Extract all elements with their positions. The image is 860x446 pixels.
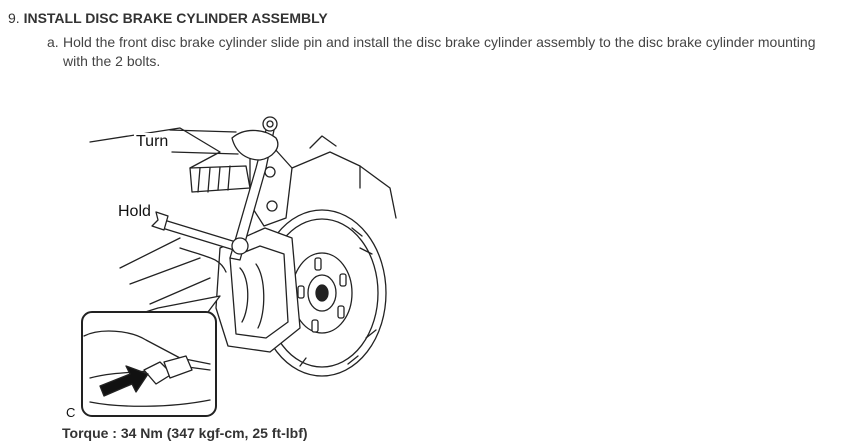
brake-figure: Turn Hold	[60, 108, 400, 420]
substep-a: a.Hold the front disc brake cylinder sli…	[47, 33, 847, 71]
hold-wrench-icon	[161, 219, 237, 251]
label-turn: Turn	[134, 133, 171, 151]
substep-text-line2: with the 2 bolts.	[63, 53, 161, 69]
label-hold: Hold	[116, 203, 153, 221]
arrow-icon	[99, 365, 149, 397]
disc-brake-illustration	[81, 116, 397, 417]
substep-text-line1: Hold the front disc brake cylinder slide…	[63, 34, 816, 50]
substep-letter: a.	[47, 34, 59, 50]
inset-detail-box	[81, 311, 217, 417]
lug-studs-icon	[297, 257, 347, 333]
torque-spec: Torque : 34 Nm (347 kgf-cm, 25 ft-lbf)	[62, 425, 308, 441]
step-heading: 9. INSTALL DISC BRAKE CYLINDER ASSEMBLY	[8, 9, 328, 27]
figure-code: C	[66, 405, 76, 420]
step-title: INSTALL DISC BRAKE CYLINDER ASSEMBLY	[23, 10, 328, 26]
step-number: 9.	[8, 10, 20, 26]
